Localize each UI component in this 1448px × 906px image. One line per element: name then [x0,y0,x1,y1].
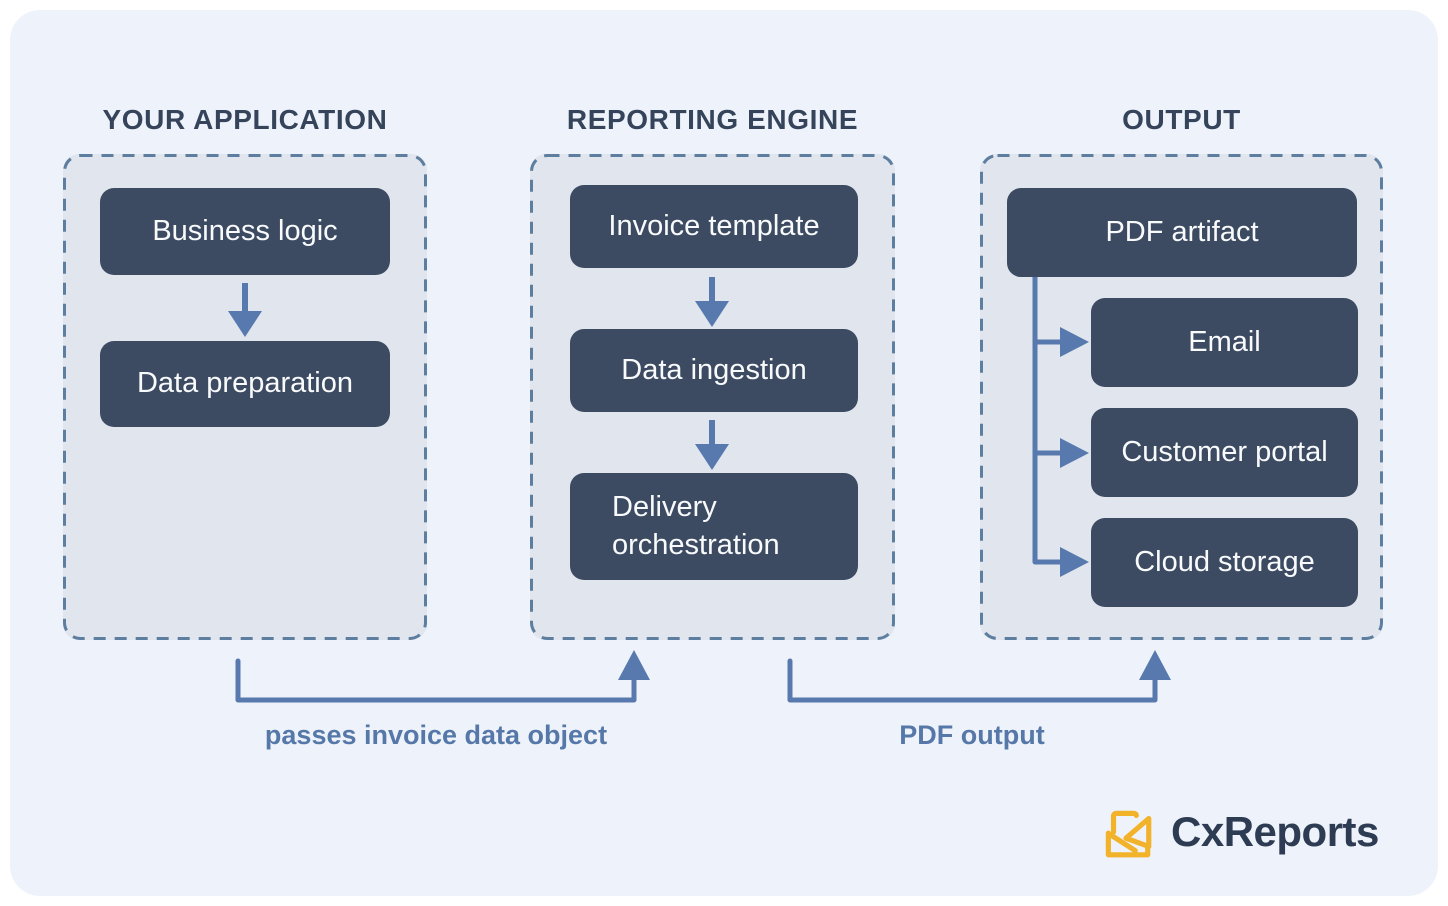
dashed-border [530,154,895,640]
connector-label-passes-invoice-data: passes invoice data object [264,720,608,750]
logo-wordmark: CxReports [1171,808,1379,855]
column-header-your-application: YOUR APPLICATION [102,104,388,135]
dashed-border [63,154,427,640]
dashed-border [980,154,1383,640]
group-output: PDF artifact Email Customer portal Cloud… [980,154,1383,640]
group-your-application: Business logic Data preparation [63,154,427,640]
node-data-preparation: Data preparation [100,341,390,427]
envelope-send-icon [1105,810,1152,858]
column-header-output: OUTPUT [1122,104,1241,135]
node-invoice-template: Invoice template [570,185,858,268]
node-business-logic: Business logic [100,188,390,275]
group-reporting-engine: Invoice template Data ingestion Delivery… [530,154,895,640]
column-header-reporting-engine: REPORTING ENGINE [566,104,859,135]
connector-label-pdf-output: PDF output [899,720,1045,750]
node-data-ingestion: Data ingestion [570,329,858,412]
node-delivery-orchestration: Delivery orchestration [570,473,858,580]
node-customer-portal: Customer portal [1091,408,1358,497]
cxreports-logo: CxReports [1098,800,1379,864]
node-pdf-artifact: PDF artifact [1007,188,1357,277]
node-cloud-storage: Cloud storage [1091,518,1358,607]
node-email: Email [1091,298,1358,387]
